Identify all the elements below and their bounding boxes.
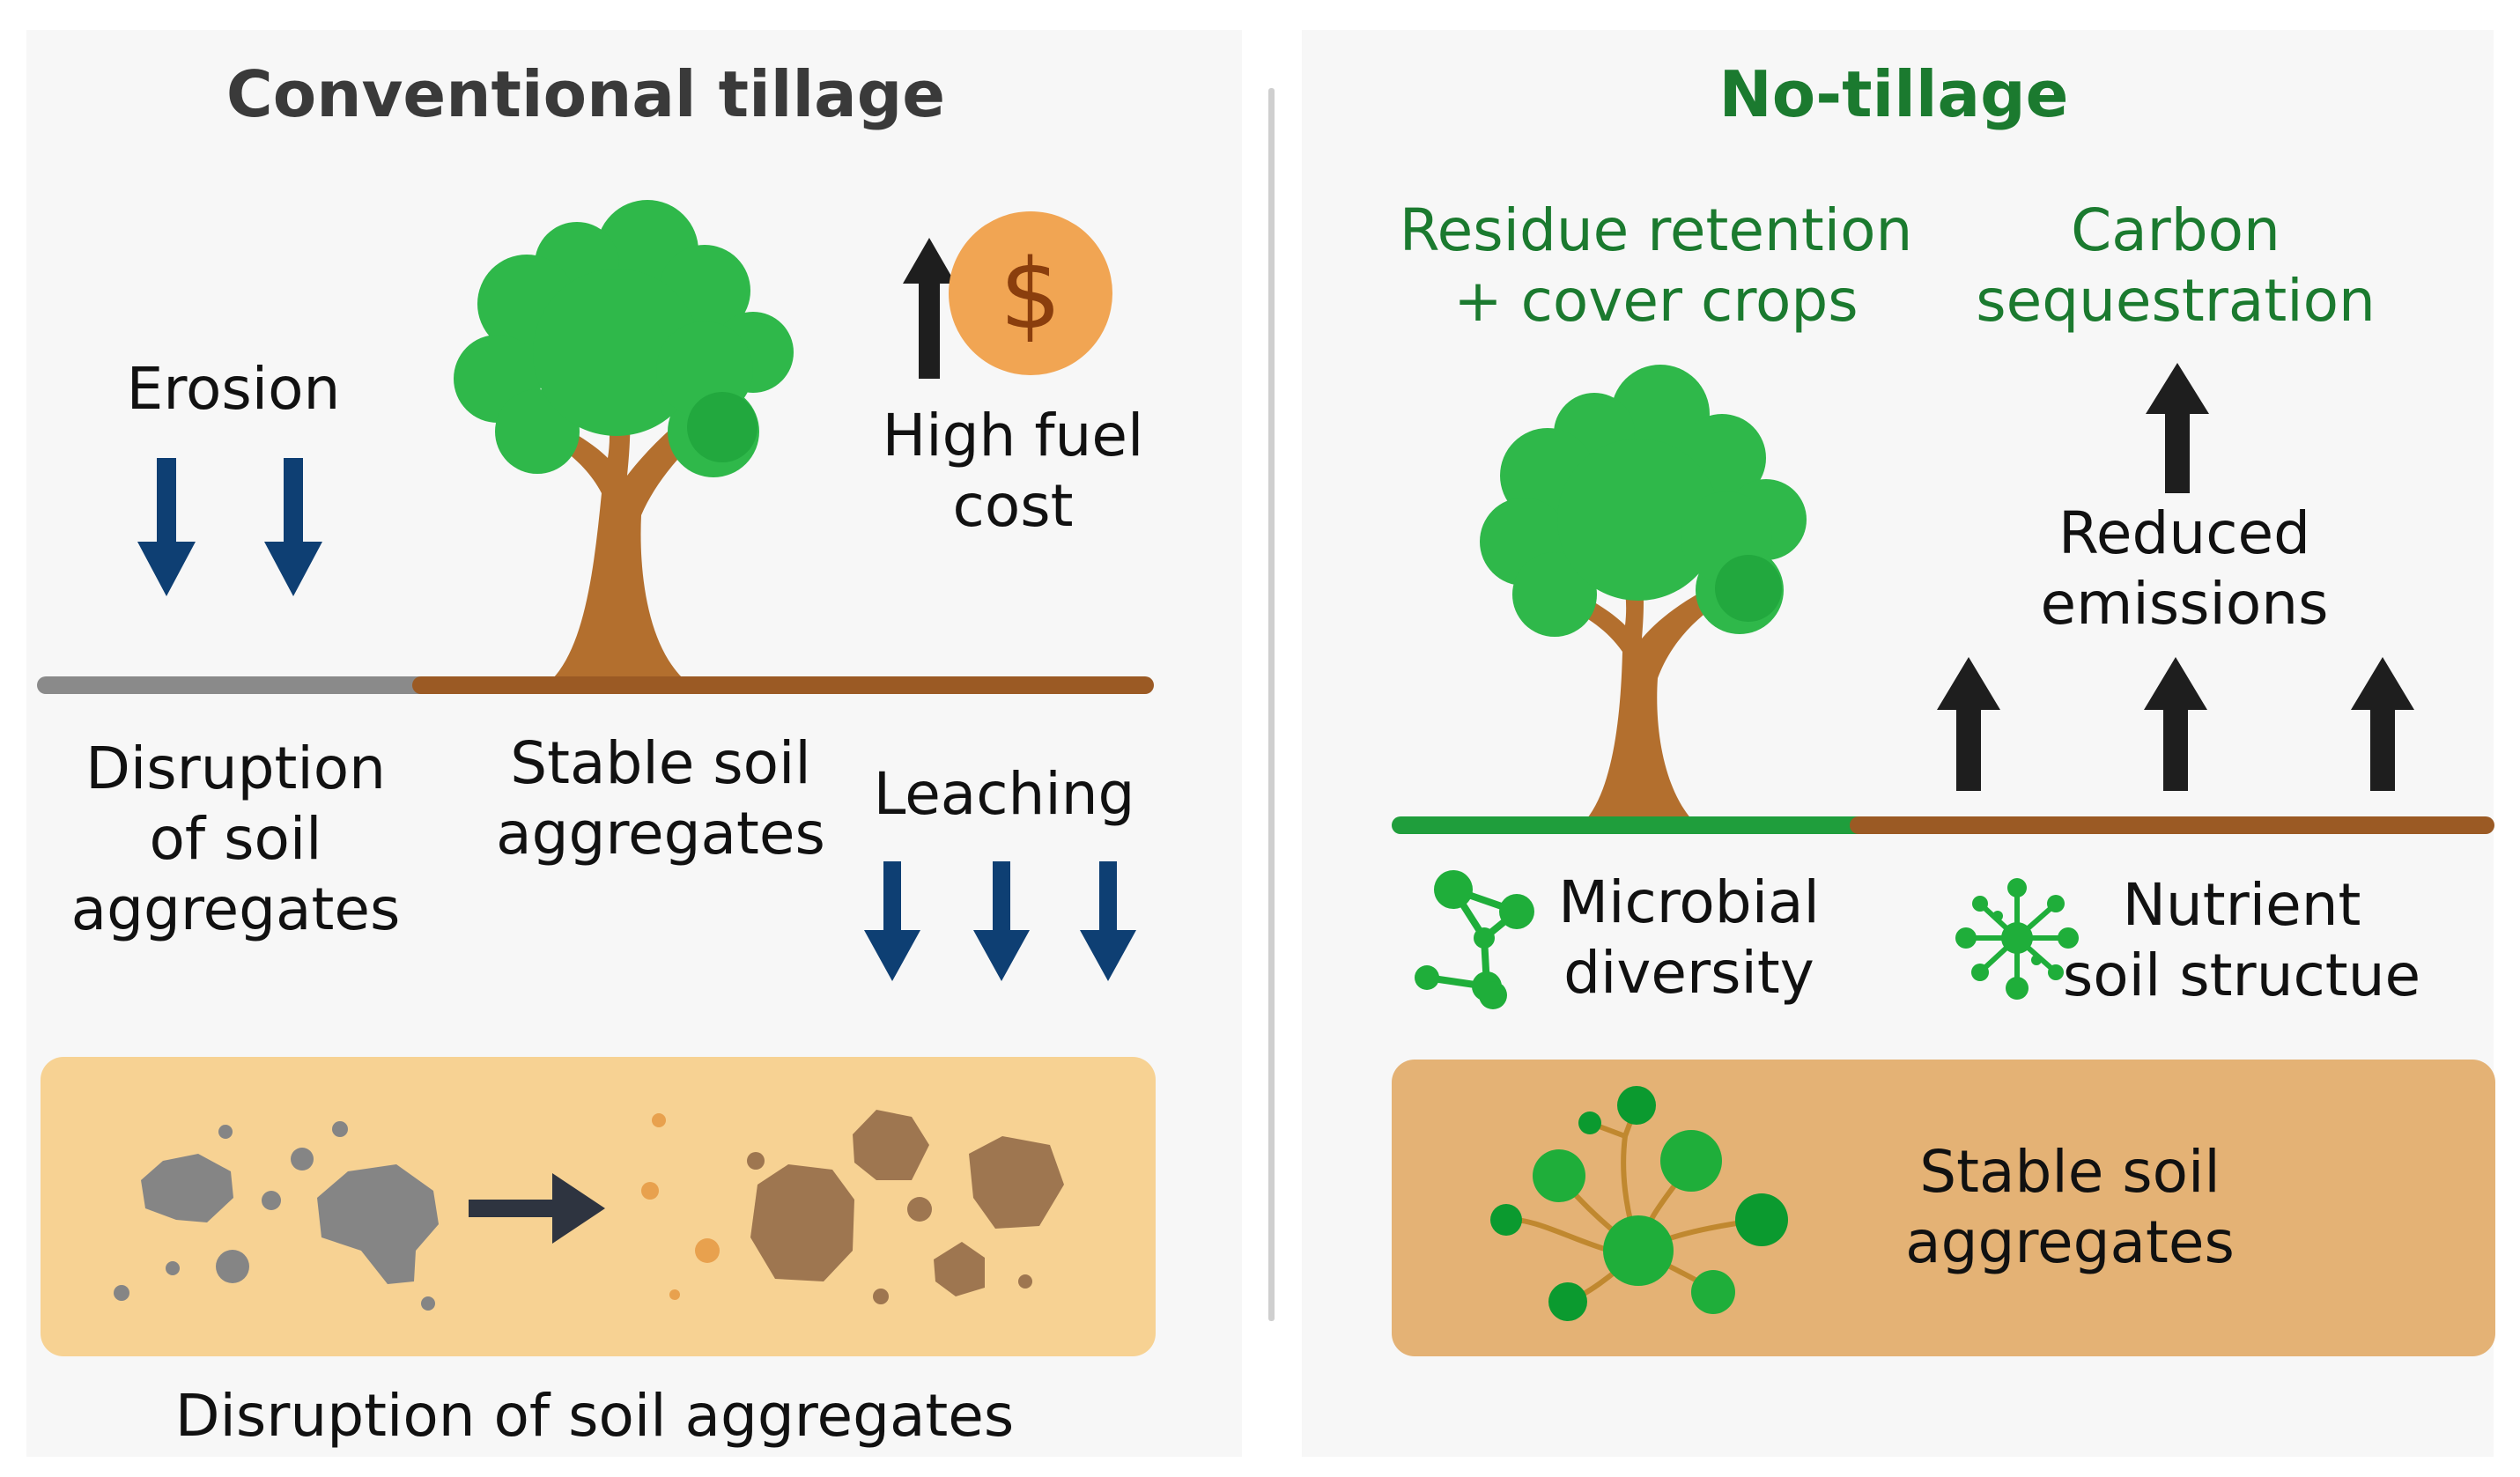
leaching-arrows	[864, 861, 1136, 981]
carbon-up-arrow-icon	[2146, 363, 2209, 493]
soil-microbe-network-icon	[1490, 1086, 1788, 1321]
emission-arrow-icon	[1937, 657, 2000, 791]
leaching-arrow-icon	[973, 861, 1030, 981]
coin-icon	[949, 211, 1112, 375]
left-panel-title: Conventional tillage	[225, 57, 946, 131]
stable-box-label: Stable soil aggregates	[1905, 1138, 2235, 1276]
disruption-label: Disruption of soil aggregates	[70, 735, 401, 943]
leaching-arrow-icon	[1080, 861, 1136, 981]
emission-up-arrows	[1937, 657, 2414, 791]
leaching-label: Leaching	[873, 760, 1135, 828]
stable-aggregates-label: Stable soil aggregates	[496, 729, 825, 868]
brown-aggregates-icon	[747, 1110, 1064, 1304]
stable-soil-box	[1392, 1060, 2495, 1356]
panel-divider	[1268, 88, 1275, 1321]
tree-right-icon	[1480, 365, 1807, 823]
microbial-network-icon	[1415, 870, 1534, 1009]
carbon-label: Carbon sequestration	[1976, 196, 2376, 335]
emission-arrow-icon	[2351, 657, 2414, 791]
tree-left-icon	[454, 200, 794, 678]
leaching-arrow-icon	[864, 861, 920, 981]
erosion-label: Erosion	[126, 355, 341, 423]
box-caption: Disruption of soil aggregates	[174, 1382, 1015, 1450]
emission-arrow-icon	[2144, 657, 2207, 791]
fuel-cost-up-arrow-icon	[903, 238, 956, 379]
nutrient-label: Nutrient soil structue	[2062, 871, 2421, 1009]
nutrient-cluster-icon	[1955, 878, 2079, 1000]
coin-dollar-symbol: $	[1000, 238, 1061, 351]
erosion-arrows	[137, 458, 322, 596]
microbial-label: Microbial diversity	[1558, 868, 1820, 1007]
erosion-arrow-icon	[264, 458, 322, 596]
orange-particles-icon	[641, 1113, 720, 1300]
residue-label: Residue retention + cover crops	[1399, 196, 1913, 335]
erosion-arrow-icon	[137, 458, 196, 596]
transition-arrow-icon	[469, 1173, 605, 1244]
gray-stones-icon	[114, 1121, 439, 1311]
right-panel-title: No-tillage	[1718, 57, 2069, 131]
fuel-cost-label: High fuel cost	[882, 402, 1144, 540]
emissions-label: Reduced emissions	[2040, 499, 2329, 638]
